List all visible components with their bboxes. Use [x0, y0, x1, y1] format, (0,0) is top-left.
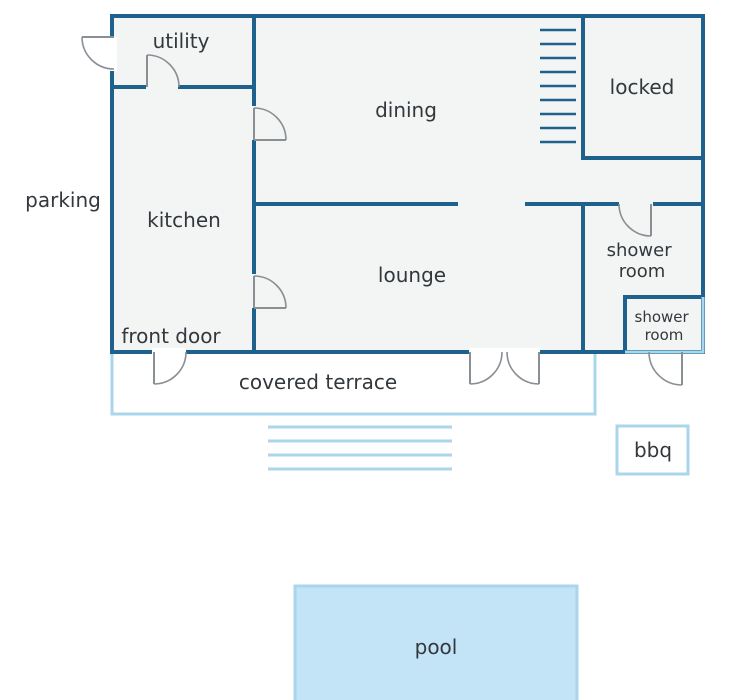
- small-shower-room-line-2: room: [645, 326, 684, 344]
- terrace-steps: [268, 425, 452, 471]
- door-gap: [619, 200, 653, 209]
- outer-wall: [110, 14, 705, 354]
- room-label-lounge: lounge: [378, 263, 446, 287]
- front-door[interactable]: [153, 351, 187, 385]
- shower-room-line-1: shower: [607, 240, 673, 261]
- kitchen-dining-door[interactable]: [253, 107, 287, 141]
- label-covered-terrace: covered terrace: [239, 370, 397, 394]
- door-gap: [152, 348, 186, 356]
- small-shower-door[interactable]: [648, 351, 683, 386]
- stairs: [540, 28, 576, 144]
- label-pool: pool: [415, 635, 458, 659]
- door-gap: [146, 83, 178, 92]
- room-label-kitchen: kitchen: [147, 208, 221, 232]
- small-shower-floor: [625, 297, 703, 352]
- floors: [112, 16, 703, 352]
- room-label-locked: locked: [610, 75, 675, 99]
- room-label-dining: dining: [375, 98, 437, 122]
- shower-room-door[interactable]: [618, 203, 652, 237]
- door-gap: [108, 37, 117, 71]
- utility-exterior-door[interactable]: [81, 36, 115, 70]
- room-label-small-shower-room: shower room: [635, 308, 694, 344]
- shower-room-line-2: room: [619, 261, 666, 282]
- small-shower-room-line-1: shower: [635, 308, 690, 326]
- room-labels: utility dining locked kitchen lounge sho…: [25, 29, 694, 659]
- small-shower-light-edge: [625, 297, 705, 354]
- label-bbq: bbq: [634, 438, 672, 462]
- doors: [81, 36, 683, 386]
- lounge-terrace-double-door[interactable]: [469, 351, 540, 385]
- walls: [110, 14, 705, 354]
- kitchen-lounge-door[interactable]: [253, 275, 287, 309]
- label-parking: parking: [25, 188, 101, 212]
- door-gap: [469, 348, 540, 356]
- utility-inner-door[interactable]: [146, 54, 180, 88]
- main-floor: [112, 16, 703, 352]
- label-front-door: front door: [121, 324, 221, 348]
- bbq-outline: [615, 424, 690, 476]
- room-label-shower-room: shower room: [607, 240, 678, 282]
- pool-shape: [293, 584, 579, 700]
- room-label-utility: utility: [153, 29, 210, 53]
